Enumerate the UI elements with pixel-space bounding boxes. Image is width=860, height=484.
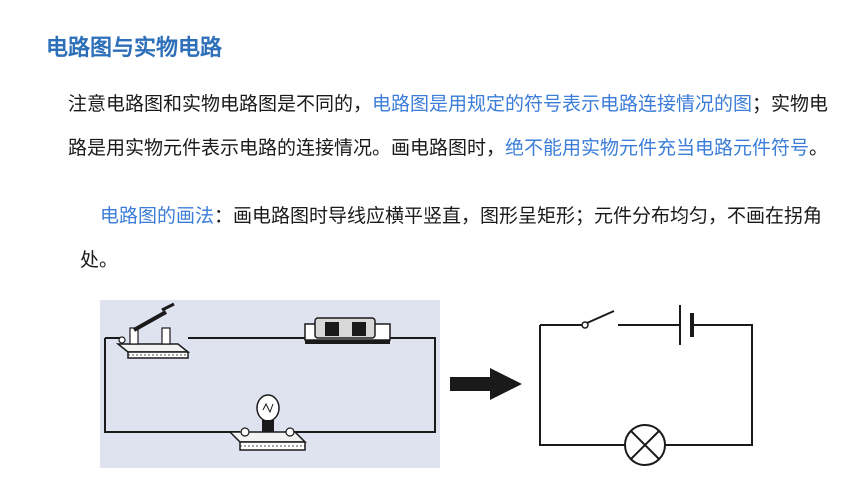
lamp-symbol-icon [624, 424, 666, 466]
slide-title: 电路图与实物电路 [46, 36, 223, 61]
para1-highlight-warning: 绝不能用实物元件充当电路元件符号 [505, 137, 810, 159]
para1-text-1: 注意电路图和实物电路图是不同的， [68, 93, 373, 115]
physical-circuit-drawing [104, 302, 436, 451]
battery-symbol-icon [679, 305, 694, 345]
right-arrow-icon [450, 368, 522, 400]
wire-right [285, 337, 436, 433]
para1-highlight-definition: 电路图是用规定的符号表示电路连接情况的图 [372, 93, 753, 115]
battery-holder-icon [304, 317, 391, 344]
switch-symbol-icon [581, 310, 615, 329]
paragraph-drawing-method: 电路图的画法：画电路图时导线应横平竖直，图形呈矩形；元件分布均匀，不画在拐角处。 [80, 194, 840, 282]
knife-switch-icon [115, 302, 191, 359]
wire-left [104, 338, 240, 433]
schematic-wire-left [539, 325, 625, 446]
schematic-circuit-diagram [539, 305, 753, 466]
para2-highlight-method: 电路图的画法 [100, 205, 215, 227]
para2-text: ：画电路图时导线应横平竖直，图形呈矩形；元件分布均匀，不画在拐角处。 [80, 205, 823, 271]
para1-text-3: ；实物电路是用实物元件表示电路的连接情况。画电路图时， [68, 93, 829, 159]
lamp-board-icon [228, 394, 307, 451]
physical-circuit-panel [100, 300, 440, 468]
schematic-wire-right [665, 324, 753, 446]
paragraph-circuit-difference: 注意电路图和实物电路图是不同的，电路图是用规定的符号表示电路连接情况的图；实物电… [68, 82, 838, 170]
para1-text-5: 。 [809, 137, 829, 159]
